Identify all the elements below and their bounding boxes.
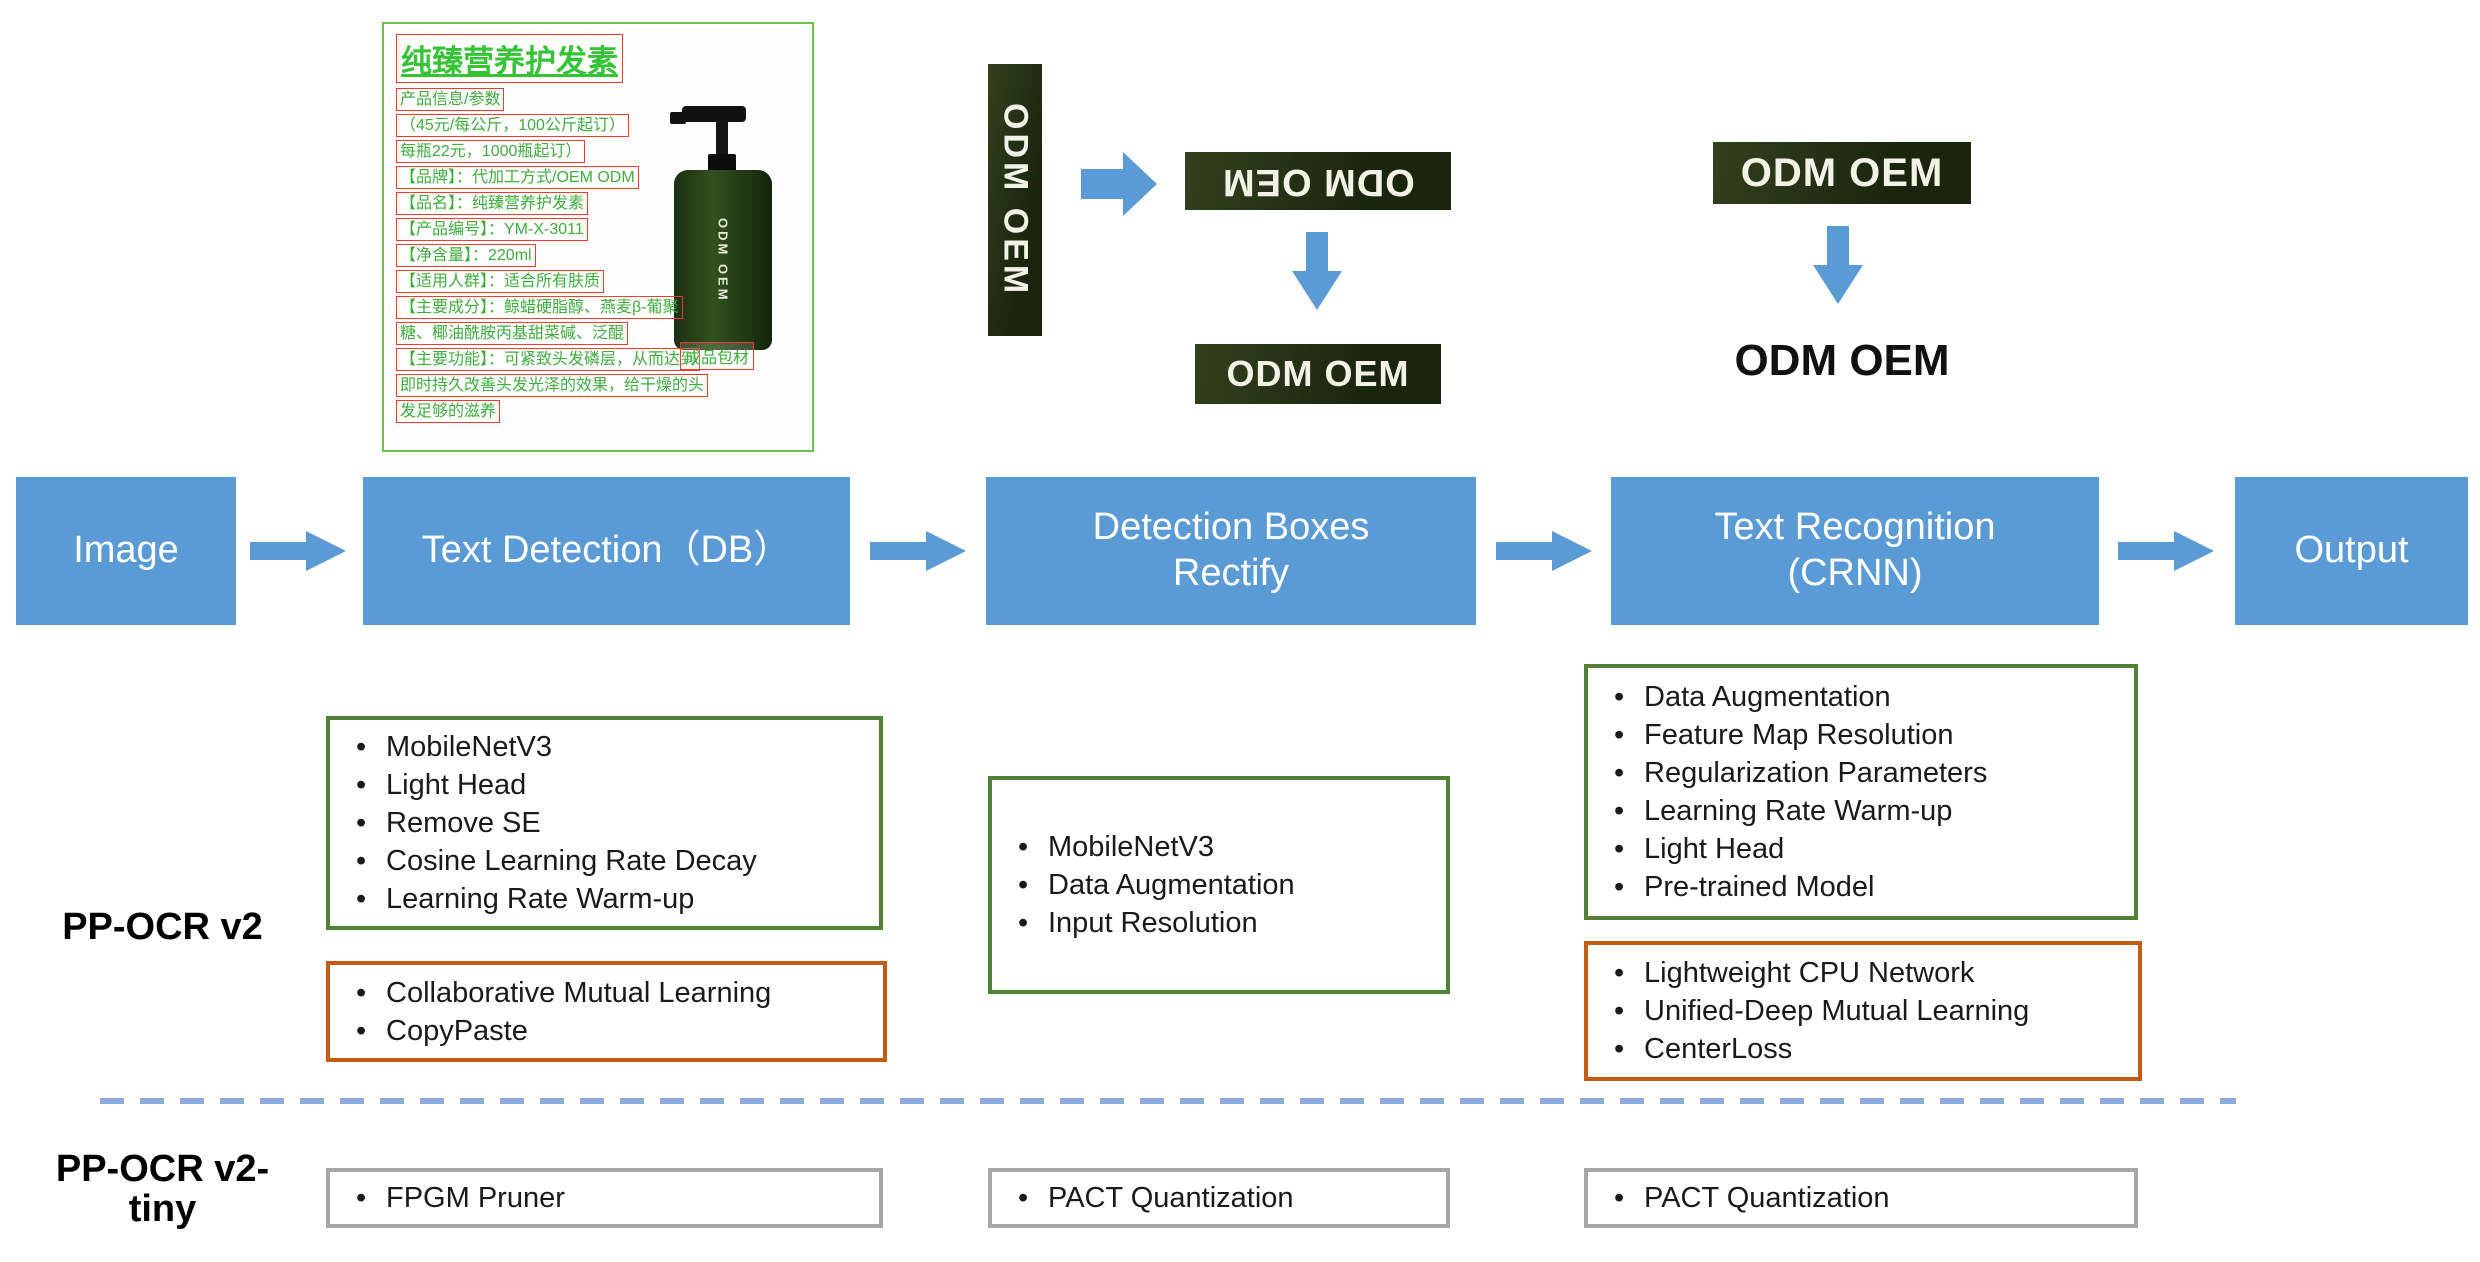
tiny-recognition-box: PACT Quantization: [1584, 1168, 2138, 1228]
list-item: 【净含量】：220ml: [396, 244, 536, 267]
list-item: 【适用人群】：适合所有肤质: [396, 270, 605, 293]
stage-rectify-label: Detection Boxes Rectify: [1092, 506, 1370, 594]
rectified-text-crop: ODM OEM: [1195, 344, 1441, 404]
bottle-label-text: ODM OEM: [715, 217, 731, 303]
list-item: Input Resolution: [1008, 904, 1436, 942]
flow-arrow-icon: [2118, 531, 2214, 571]
tiny-detection-list: FPGM Pruner: [346, 1179, 869, 1217]
list-item: PACT Quantization: [1604, 1179, 2124, 1217]
list-item: 糖、椰油酰胺丙基甜菜碱、泛醌: [396, 322, 629, 345]
list-item: CopyPaste: [346, 1012, 873, 1050]
product-title-text: 纯臻营养护发素: [396, 34, 623, 83]
detected-text-lines: 产品信息/参数 （45元/每公斤，100公斤起订） 每瓶22元，1000瓶起订） 【品…: [396, 88, 800, 423]
list-item: 【品名】：纯臻营养护发素: [396, 192, 589, 215]
flow-arrow-icon: [870, 531, 966, 571]
odm-rectified-text: ODM OEM: [1226, 353, 1410, 394]
v2-recognition-features-box: Data AugmentationFeature Map ResolutionR…: [1584, 664, 2138, 920]
list-item: Lightweight CPU Network: [1604, 954, 2128, 992]
list-item: FPGM Pruner: [346, 1179, 869, 1217]
v2-recognition-strategies-list: Lightweight CPU NetworkUnified-Deep Mutu…: [1604, 954, 2128, 1068]
list-item: MobileNetV3: [346, 728, 869, 766]
stage-image: Image: [16, 477, 236, 625]
product-photo-with-detection-boxes: 纯臻营养护发素 产品信息/参数 （45元/每公斤，100公斤起订） 每瓶22元，10…: [382, 22, 814, 452]
stage-output-label: Output: [2294, 529, 2409, 572]
rotated-text-crop: ODM OEM: [1185, 152, 1451, 210]
odm-rotated-text: ODM OEM: [1221, 160, 1415, 203]
recognition-input-crop: ODM OEM: [1713, 142, 1971, 204]
odm-vertical-text: ODM OEM: [996, 102, 1035, 298]
tiny-detection-box: FPGM Pruner: [326, 1168, 883, 1228]
list-item: 即时持久改善头发光泽的效果，给干燥的头: [396, 374, 709, 397]
tiny-rectify-list: PACT Quantization: [1008, 1179, 1436, 1217]
pp-ocr-v2-label: PP-OCR v2: [62, 906, 263, 948]
bottle-body: ODM OEM: [674, 170, 772, 350]
list-item: Unified-Deep Mutual Learning: [1604, 992, 2128, 1030]
list-item: 发足够的滋养: [396, 400, 501, 423]
stage-text-detection-label: Text Detection（DB）: [421, 529, 792, 572]
tiny-recognition-list: PACT Quantization: [1604, 1179, 2124, 1217]
stage-output: Output: [2235, 477, 2468, 625]
v2-rectify-features-box: MobileNetV3Data AugmentationInput Resolu…: [988, 776, 1450, 994]
v2-rectify-features-list: MobileNetV3Data AugmentationInput Resolu…: [1008, 828, 1436, 942]
bottle-pump-tip: [670, 112, 686, 124]
v2-detection-features-list: MobileNetV3Light HeadRemove SECosine Lea…: [346, 728, 869, 918]
stage-text-recognition: Text Recognition (CRNN): [1611, 477, 2099, 625]
list-item: PACT Quantization: [1008, 1179, 1436, 1217]
rectify-down-arrow-icon: [1292, 232, 1342, 310]
stage-text-detection: Text Detection（DB）: [363, 477, 850, 625]
rotate-right-arrow-icon: [1081, 152, 1157, 216]
recognized-output-text: ODM OEM: [1734, 336, 1950, 385]
list-item: Remove SE: [346, 804, 869, 842]
list-item: Collaborative Mutual Learning: [346, 974, 873, 1012]
v2-recognition-features-list: Data AugmentationFeature Map ResolutionR…: [1604, 678, 2124, 906]
flow-arrow-icon: [1496, 531, 1592, 571]
bottle-pump-stem: [716, 120, 728, 156]
list-item: Data Augmentation: [1604, 678, 2124, 716]
list-item: Learning Rate Warm-up: [1604, 792, 2124, 830]
list-item: 【品牌】：代加工方式/OEM ODM: [396, 166, 639, 189]
list-item: Data Augmentation: [1008, 866, 1436, 904]
detected-text-crop-vertical: ODM OEM: [988, 64, 1042, 336]
flow-arrow-icon: [250, 531, 346, 571]
v2-detection-features-box: MobileNetV3Light HeadRemove SECosine Lea…: [326, 716, 883, 930]
bottle-label: ODM OEM: [674, 200, 772, 320]
odm-input-text: ODM OEM: [1740, 150, 1944, 195]
list-item: Cosine Learning Rate Decay: [346, 842, 869, 880]
list-item: Pre-trained Model: [1604, 868, 2124, 906]
tiny-rectify-box: PACT Quantization: [988, 1168, 1450, 1228]
stage-recognition-label: Text Recognition (CRNN): [1714, 506, 1996, 594]
list-item: Light Head: [346, 766, 869, 804]
list-item: 【主要功能】：可紧致头发磷层，从而达到: [396, 348, 701, 371]
recognize-down-arrow-icon: [1813, 226, 1863, 304]
list-item: Feature Map Resolution: [1604, 716, 2124, 754]
bottle-collar: [708, 154, 736, 172]
list-item: 【主要成分】：鲸蜡硬脂醇、燕麦β-葡聚: [396, 296, 683, 319]
list-item: Regularization Parameters: [1604, 754, 2124, 792]
list-item: 【产品编号】：YM-X-3011: [396, 218, 588, 241]
stage-detection-boxes-rectify: Detection Boxes Rectify: [986, 477, 1476, 625]
bottle-pump-head: [682, 106, 746, 122]
v2-recognition-strategies-box: Lightweight CPU NetworkUnified-Deep Mutu…: [1584, 941, 2142, 1081]
list-item: 每瓶22元，1000瓶起订）: [396, 140, 586, 163]
list-item: Light Head: [1604, 830, 2124, 868]
list-item: 产品信息/参数: [396, 88, 505, 111]
list-item: （45元/每公斤，100公斤起订）: [396, 114, 629, 137]
v2-detection-strategies-list: Collaborative Mutual LearningCopyPaste: [346, 974, 873, 1050]
list-item: CenterLoss: [1604, 1030, 2128, 1068]
pp-ocr-v2-tiny-label: PP-OCR v2-tiny: [55, 1148, 270, 1230]
shampoo-bottle-image: ODM OEM: [668, 106, 788, 352]
section-divider-dashed-line: [100, 1098, 2236, 1104]
list-item: MobileNetV3: [1008, 828, 1436, 866]
list-item: Learning Rate Warm-up: [346, 880, 869, 918]
stage-image-label: Image: [73, 529, 179, 572]
package-material-label: 成品包材: [680, 342, 755, 370]
v2-detection-strategies-box: Collaborative Mutual LearningCopyPaste: [326, 961, 887, 1062]
